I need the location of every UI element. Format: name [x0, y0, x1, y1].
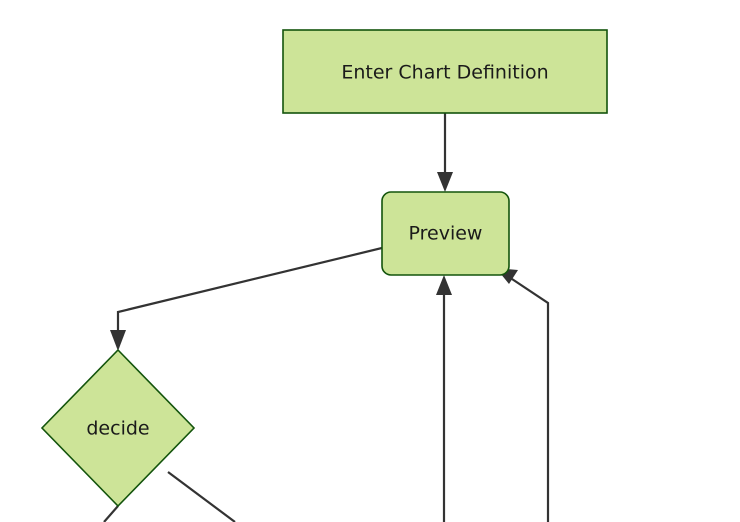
node-shape-diamond[interactable] — [40, 348, 196, 508]
node-shape-rounded-rectangle[interactable] — [381, 191, 510, 276]
edge-preview-to-decide — [110, 246, 383, 351]
edge-decide-branch-right — [167, 471, 236, 522]
node-preview[interactable]: Preview — [381, 191, 510, 276]
node-decide[interactable]: decide — [40, 348, 196, 508]
arrowhead-icon — [436, 275, 452, 295]
edge-line — [116, 246, 383, 336]
arrowhead-icon — [110, 330, 126, 351]
edge-line — [103, 505, 119, 522]
edge-return-right-to-preview — [496, 268, 550, 522]
arrowhead-icon — [437, 172, 453, 192]
edge-decide-branch-left — [103, 505, 119, 522]
edge-line — [508, 276, 550, 522]
node-shape-rectangle[interactable] — [282, 29, 608, 114]
edge-line — [167, 471, 236, 522]
node-enter-chart-definition[interactable]: Enter Chart Definition — [282, 29, 608, 114]
edge-enter-to-preview — [437, 113, 453, 192]
edge-return-center-to-preview — [436, 275, 452, 522]
